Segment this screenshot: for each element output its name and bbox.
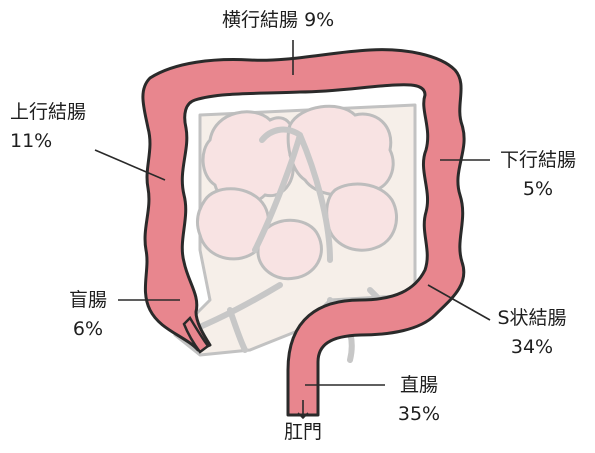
label-transverse-colon: 横行結腸 9%	[222, 9, 334, 32]
label-rectum: 直腸 35%	[384, 374, 454, 426]
descending-name: 下行結腸	[492, 149, 584, 172]
rectum-percent: 35%	[384, 403, 454, 426]
transverse-name: 横行結腸	[222, 9, 298, 31]
label-descending-colon: 下行結腸 5%	[492, 149, 584, 201]
cecum-percent: 6%	[60, 318, 116, 341]
transverse-percent: 9%	[304, 9, 334, 31]
descending-percent: 5%	[492, 178, 584, 201]
sigmoid-name: S状結腸	[484, 307, 580, 330]
ascending-percent: 11%	[10, 130, 86, 153]
ascending-name: 上行結腸	[10, 101, 86, 124]
sigmoid-percent: 34%	[484, 336, 580, 359]
rectum-name: 直腸	[384, 374, 454, 397]
label-sigmoid-colon: S状結腸 34%	[484, 307, 580, 359]
label-anus: 肛門	[278, 421, 328, 444]
label-cecum: 盲腸 6%	[60, 289, 116, 341]
intestine-loop-4	[327, 184, 397, 250]
anus-name: 肛門	[284, 421, 322, 443]
cecum-name: 盲腸	[60, 289, 116, 312]
label-ascending-colon: 上行結腸 11%	[10, 101, 86, 153]
